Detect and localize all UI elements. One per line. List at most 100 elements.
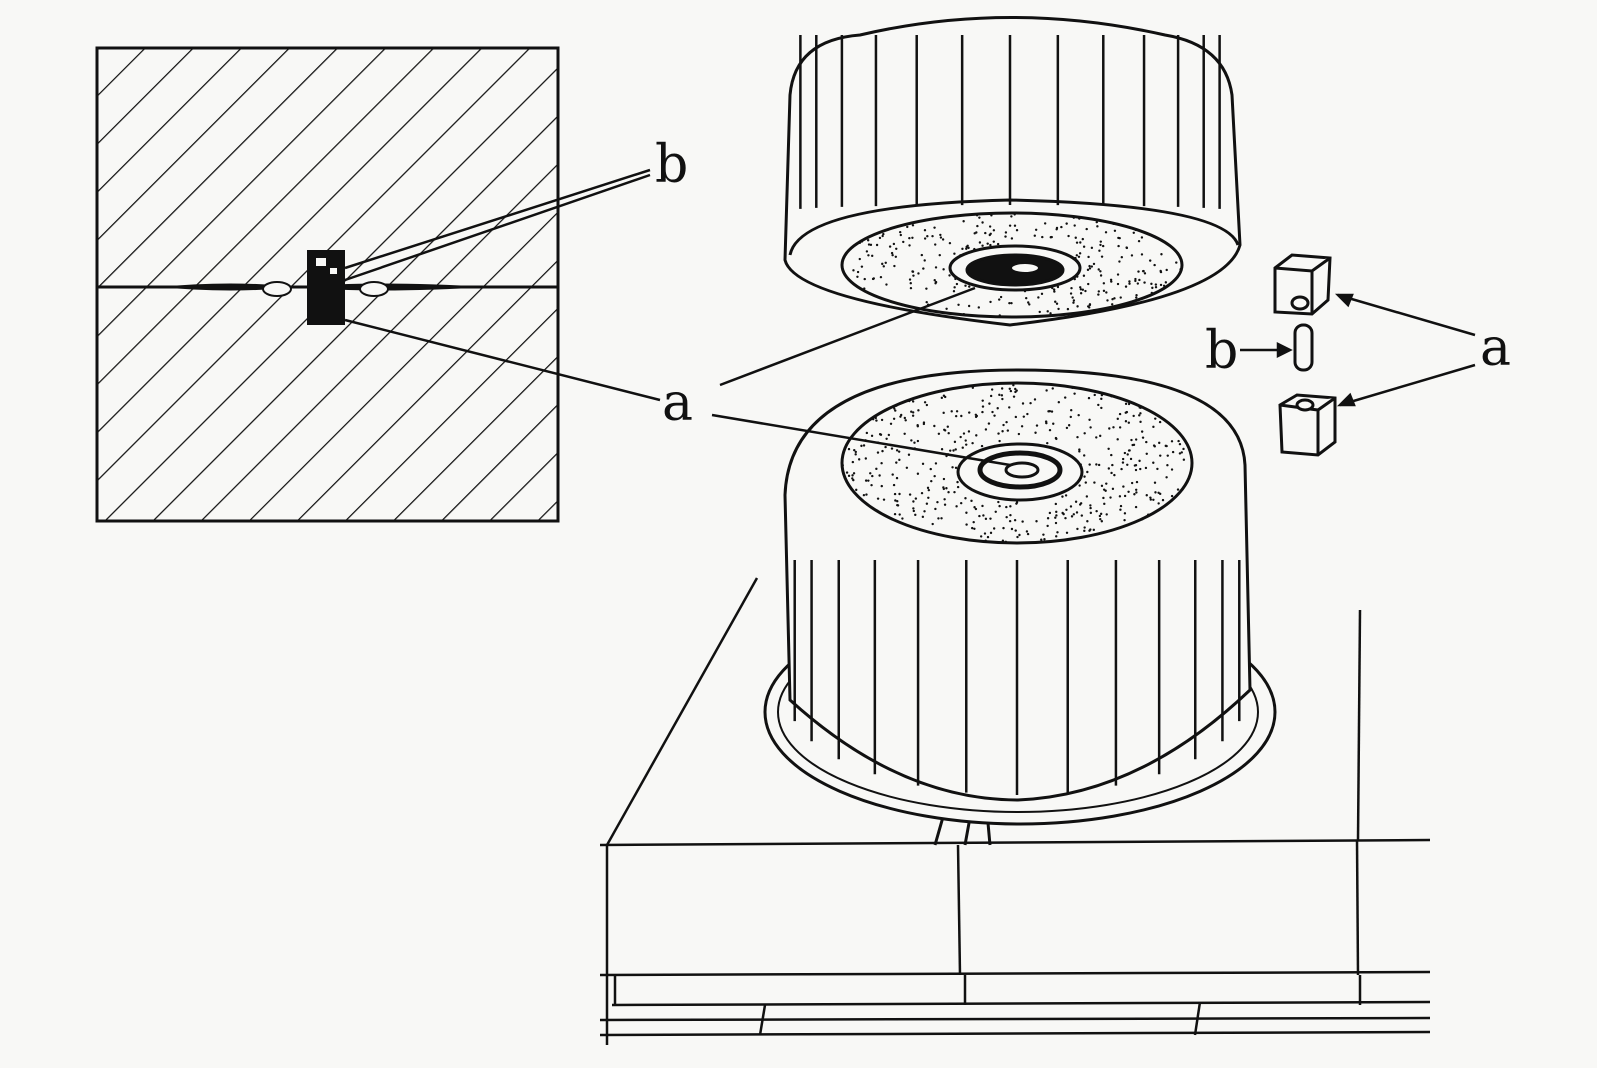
- stipple-dot: [997, 432, 1000, 435]
- stipple-dot: [1078, 450, 1081, 453]
- stipple-dot: [1014, 529, 1017, 532]
- stipple-dot: [1035, 520, 1038, 523]
- stipple-dot: [1046, 517, 1050, 520]
- stipple-dot: [978, 514, 981, 518]
- stipple-dot: [965, 247, 968, 250]
- stipple-dot: [894, 409, 897, 412]
- stipple-dot: [925, 287, 928, 290]
- stipple-dot: [1099, 517, 1102, 521]
- stipple-dot: [965, 511, 968, 514]
- stipple-dot: [1140, 236, 1144, 239]
- stipple-dot: [1145, 440, 1148, 444]
- stipple-dot: [1135, 296, 1138, 299]
- stipple-dot: [1079, 292, 1083, 295]
- stipple-dot: [1134, 468, 1138, 472]
- stipple-dot: [856, 275, 859, 278]
- stipple-dot: [871, 254, 874, 258]
- stipple-dot: [882, 498, 886, 501]
- stipple-dot: [894, 499, 897, 502]
- stipple-dot: [1110, 471, 1113, 475]
- stipple-dot: [955, 505, 958, 508]
- stipple-dot: [908, 278, 912, 281]
- stipple-dot: [1008, 387, 1011, 391]
- stipple-dot: [974, 413, 978, 416]
- stipple-dot: [863, 287, 866, 290]
- stipple-dot: [917, 272, 920, 275]
- stipple-dot: [1052, 288, 1056, 291]
- stipple-dot: [1152, 461, 1155, 464]
- stipple-dot: [842, 460, 844, 463]
- stipple-dot: [971, 386, 975, 389]
- stipple-dot: [1013, 213, 1016, 216]
- stipple-dot: [951, 466, 954, 469]
- stipple-dot: [1089, 504, 1092, 507]
- crystal-parts: [1273, 253, 1337, 457]
- stipple-dot: [927, 496, 930, 499]
- stipple-dot: [1109, 496, 1112, 499]
- stipple-dot: [1078, 217, 1081, 220]
- stipple-dot: [1132, 231, 1135, 234]
- stipple-dot: [1021, 402, 1025, 405]
- stipple-dot: [1034, 431, 1037, 434]
- stipple-dot: [1135, 294, 1138, 297]
- stipple-dot: [887, 433, 891, 437]
- stipple-dot: [940, 517, 943, 520]
- stipple-dot: [1028, 303, 1031, 306]
- stipple-dot: [1165, 476, 1168, 479]
- stipple-dot: [1118, 412, 1122, 416]
- base-table: [599, 577, 1431, 1045]
- stipple-dot: [1057, 401, 1061, 404]
- stipple-dot: [1102, 496, 1105, 500]
- stipple-dot: [1052, 422, 1055, 425]
- stipple-dot: [953, 252, 956, 255]
- stipple-dot: [1067, 234, 1070, 238]
- stipple-dot: [937, 432, 941, 435]
- stipple-dot: [1149, 498, 1152, 501]
- stipple-dot: [890, 251, 894, 255]
- stipple-dot: [1110, 280, 1113, 283]
- stipple-dot: [927, 488, 931, 492]
- stipple-dot: [1005, 515, 1008, 519]
- stipple-dot: [847, 474, 851, 478]
- stipple-dot: [1170, 468, 1174, 471]
- stipple-dot: [865, 493, 868, 496]
- stipple-dot: [1140, 430, 1144, 433]
- stipple-dot: [1055, 535, 1058, 538]
- stipple-dot: [1096, 225, 1099, 228]
- stipple-dot: [981, 410, 984, 414]
- stipple-dot: [1115, 313, 1118, 316]
- stipple-dot: [1147, 513, 1150, 516]
- stipple-dot: [1092, 528, 1096, 532]
- stipple-dot: [880, 484, 883, 488]
- stipple-dot: [899, 233, 903, 237]
- stipple-dot: [1100, 484, 1104, 488]
- stipple-dot: [879, 275, 883, 279]
- stipple-dot: [1042, 533, 1045, 536]
- stipple-dot: [842, 306, 845, 310]
- stipple-dot: [1087, 255, 1090, 259]
- stipple-dot: [925, 300, 928, 304]
- stipple-dot: [1124, 402, 1128, 406]
- stipple-dot: [866, 239, 870, 242]
- stipple-dot: [1102, 289, 1106, 293]
- stipple-dot: [1095, 509, 1098, 513]
- stipple-dot: [917, 409, 920, 412]
- stipple-dot: [979, 535, 983, 538]
- stipple-dot: [1017, 432, 1021, 436]
- stipple-dot: [1100, 397, 1103, 401]
- stipple-dot: [1089, 506, 1092, 510]
- stipple-dot: [1154, 283, 1158, 286]
- stipple-dot: [1178, 311, 1181, 314]
- stipple-dot: [962, 220, 965, 223]
- stipple-dot: [1145, 452, 1148, 455]
- stipple-dot: [1009, 505, 1012, 508]
- stipple-dot: [1108, 427, 1111, 430]
- stipple-dot: [1055, 514, 1058, 517]
- stipple-dot: [934, 507, 937, 511]
- stipple-dot: [931, 522, 934, 526]
- stipple-dot: [939, 233, 942, 237]
- stipple-dot: [981, 221, 984, 224]
- stipple-dot: [1112, 426, 1115, 429]
- stipple-dot: [1134, 505, 1138, 509]
- label-a-right: a: [1480, 318, 1511, 378]
